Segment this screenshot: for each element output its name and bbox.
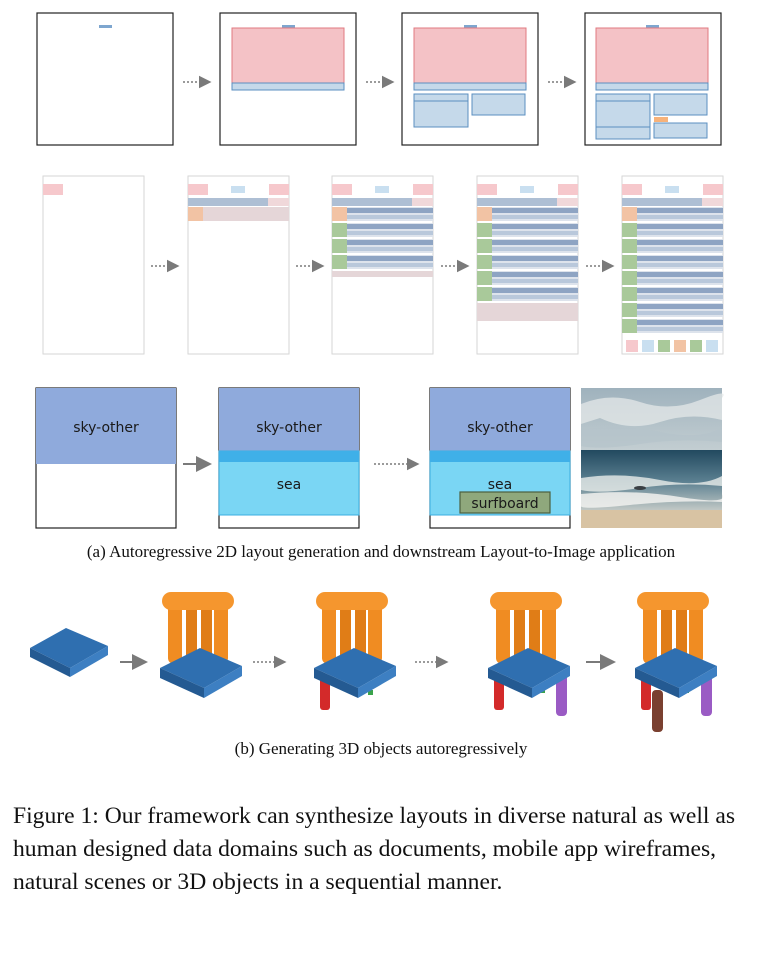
list-row-icon — [477, 239, 492, 253]
sky-label: sky-other — [256, 420, 322, 436]
wireframe-frame-4 — [476, 175, 579, 355]
figure-caption: Figure 1: Our framework can synthesize l… — [13, 803, 736, 895]
list-row-bar — [347, 247, 433, 251]
chair-step-2 — [160, 592, 242, 698]
list-row-icon — [622, 319, 637, 333]
list-row-bar — [637, 240, 723, 245]
list-row-icon — [477, 223, 492, 237]
list-row-icon — [332, 255, 347, 269]
list-row-bar — [637, 263, 723, 267]
scene-frame-1: sky-other — [35, 387, 177, 529]
list-row-bar — [637, 208, 723, 213]
sky-label: sky-other — [73, 420, 139, 436]
list-row-bar — [637, 311, 723, 315]
list-row-bar — [637, 304, 723, 309]
doc-frame-3 — [401, 12, 539, 146]
subcaption-a: (a) Autoregressive 2D layout generation … — [87, 542, 676, 561]
list-row-icon — [622, 303, 637, 317]
generated-beach-photo — [580, 388, 724, 528]
list-row-bar — [492, 208, 578, 213]
list-row-bar — [637, 231, 723, 235]
list-row-bar — [637, 256, 723, 261]
list-row-bar — [637, 247, 723, 251]
list-row-bar — [347, 231, 433, 235]
list-row-bar — [492, 215, 578, 219]
list-row-bar — [492, 240, 578, 245]
list-row-bar — [347, 208, 433, 213]
doc-frame-2 — [219, 12, 357, 146]
list-row-icon — [622, 287, 637, 301]
sea-label: sea — [277, 477, 302, 493]
chair-step-5 — [635, 592, 717, 732]
list-row-bar — [492, 263, 578, 267]
sky-label: sky-other — [467, 420, 533, 436]
row2-app-wireframes — [42, 175, 724, 355]
list-row-bar — [637, 295, 723, 299]
surfboard-label: surfboard — [471, 496, 538, 512]
list-row-icon — [622, 255, 637, 269]
list-row-bar — [347, 256, 433, 261]
list-row-icon — [477, 207, 492, 221]
row3-scene-layouts: sky-other sky-other sea sky-other sea su… — [35, 387, 724, 561]
list-row-icon — [332, 207, 347, 221]
scene-frame-3: sky-other sea surfboard — [429, 387, 571, 529]
row4-3d-chairs: (b) Generating 3D objects autoregressive… — [30, 592, 717, 758]
list-row-icon — [622, 239, 637, 253]
row1-document-layouts — [36, 12, 722, 146]
sea-label: sea — [488, 477, 513, 493]
list-row-bar — [492, 256, 578, 261]
list-row-bar — [492, 279, 578, 283]
list-row-bar — [347, 240, 433, 245]
chair-step-1 — [30, 628, 108, 677]
tab-bar-item — [658, 340, 670, 352]
subcaption-b: (b) Generating 3D objects autoregressive… — [235, 739, 528, 758]
list-row-bar — [637, 279, 723, 283]
list-row-bar — [637, 215, 723, 219]
list-row-bar — [492, 231, 578, 235]
doc-frame-4 — [584, 12, 722, 146]
tab-bar-item — [674, 340, 686, 352]
list-row-icon — [332, 239, 347, 253]
wireframe-frame-1 — [42, 175, 145, 355]
list-row-icon — [622, 271, 637, 285]
scene-frame-2: sky-other sea — [218, 387, 360, 529]
list-footer-block — [332, 271, 433, 277]
doc-frame-1 — [36, 12, 174, 146]
tab-bar-item — [626, 340, 638, 352]
list-row-icon — [477, 255, 492, 269]
list-row-bar — [492, 295, 578, 299]
tab-bar-item — [642, 340, 654, 352]
list-row-bar — [347, 263, 433, 267]
wireframe-frame-3 — [331, 175, 434, 355]
list-row-bar — [492, 288, 578, 293]
tab-bar-item — [690, 340, 702, 352]
list-row-bar — [347, 224, 433, 229]
list-row-icon — [332, 223, 347, 237]
wireframe-frame-5 — [621, 175, 724, 355]
list-row-bar — [347, 215, 433, 219]
list-row-bar — [637, 320, 723, 325]
list-row-icon — [622, 207, 637, 221]
chair-step-3 — [314, 592, 396, 710]
list-row-bar — [492, 247, 578, 251]
chair-step-4 — [488, 592, 570, 716]
list-row-bar — [637, 272, 723, 277]
list-row-bar — [637, 224, 723, 229]
list-row-icon — [622, 223, 637, 237]
list-row-icon — [477, 271, 492, 285]
list-row-bar — [492, 224, 578, 229]
wireframe-frame-2 — [187, 175, 290, 355]
list-row-bar — [637, 288, 723, 293]
list-row-icon — [477, 287, 492, 301]
tab-bar-item — [706, 340, 718, 352]
list-footer-block — [477, 303, 578, 321]
list-row-bar — [637, 327, 723, 331]
list-row-bar — [492, 272, 578, 277]
